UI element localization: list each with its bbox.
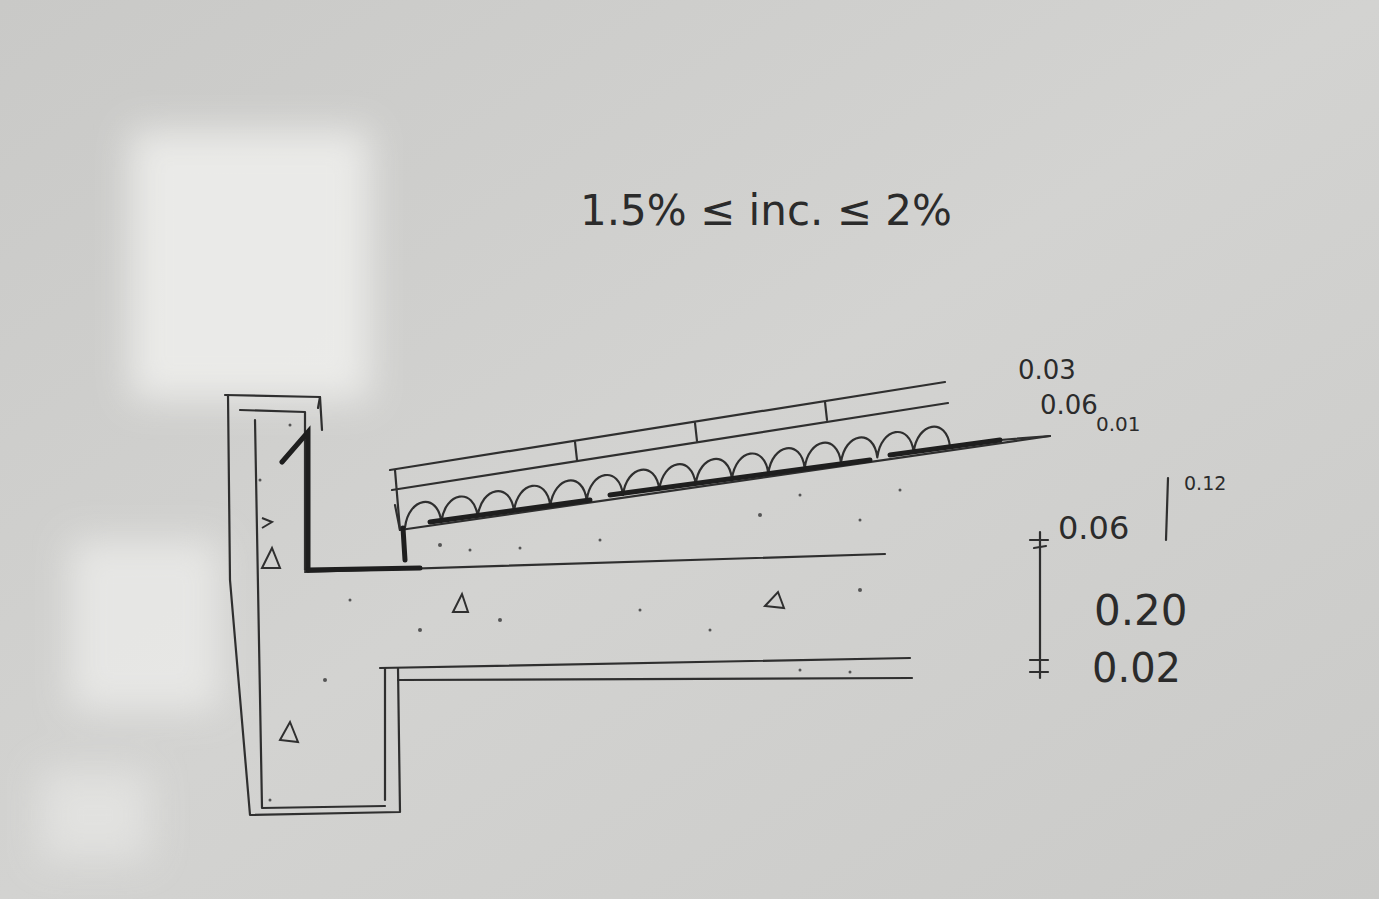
dimension-label: 0.02: [1092, 648, 1181, 688]
dimension-label: 0.12: [1184, 474, 1226, 493]
window-reflection: [40, 130, 370, 860]
dimension-label: 0.03: [1018, 357, 1076, 383]
dimension-label: 0.20: [1094, 590, 1188, 632]
dimension-label: 0.06: [1058, 512, 1129, 544]
dimension-label: 0.01: [1096, 414, 1141, 434]
section-lines: [225, 382, 1168, 815]
concrete-speckle: [259, 424, 902, 802]
dimension-label: 0.06: [1040, 392, 1098, 418]
concrete-symbols: [262, 518, 784, 742]
waterproofing-membrane: [282, 432, 1000, 570]
slope-note: 1.5% ≤ inc. ≤ 2%: [580, 190, 952, 232]
